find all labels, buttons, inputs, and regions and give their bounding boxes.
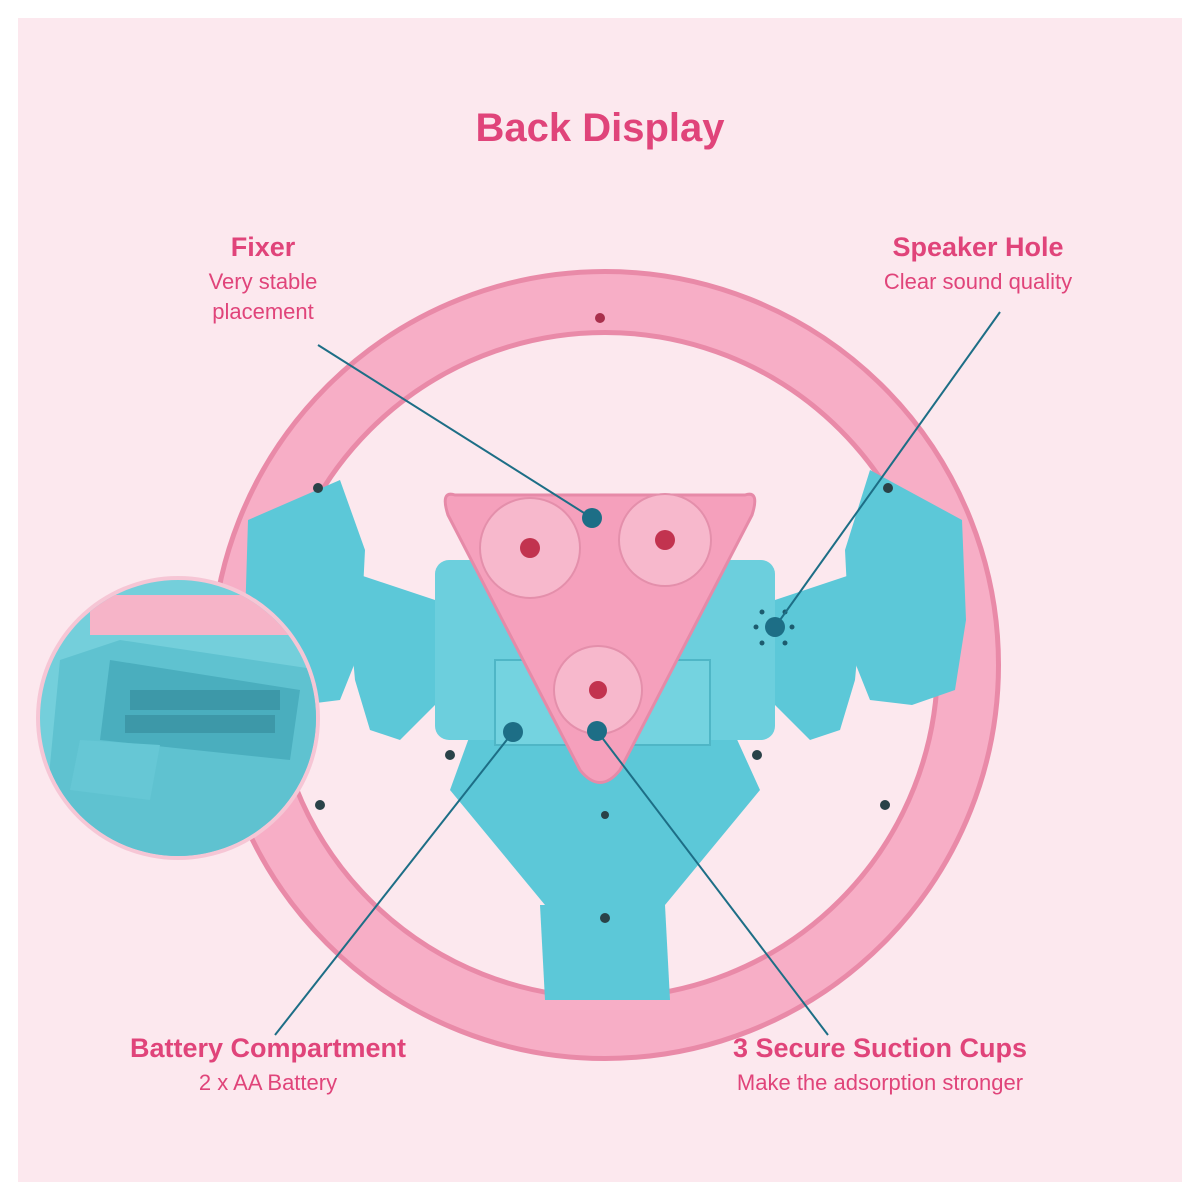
steering-wheel-icon: [209, 269, 1001, 1061]
callout-battery-desc: 2 x AA Battery: [198, 1070, 338, 1095]
callout-fixer-desc: Very stable placement: [163, 267, 363, 327]
page-title: Back Display: [475, 106, 725, 150]
callout-fixer-desc-line2: placement: [212, 299, 314, 324]
callout-dots: [503, 508, 785, 742]
callout-suction-desc: Make the adsorption stronger: [736, 1070, 1024, 1095]
callout-speaker-desc: Clear sound quality: [883, 269, 1073, 294]
leader-lines: [274, 311, 1001, 1036]
callout-speaker-title: Speaker Hole: [892, 232, 1064, 262]
callout-fixer-title: Fixer: [230, 232, 296, 262]
callout-fixer-desc-line1: Very stable: [208, 269, 318, 294]
callout-suction-title: 3 Secure Suction Cups: [732, 1033, 1028, 1063]
battery-compartment-inset-icon: [36, 576, 320, 860]
callout-battery-title: Battery Compartment: [129, 1033, 407, 1063]
